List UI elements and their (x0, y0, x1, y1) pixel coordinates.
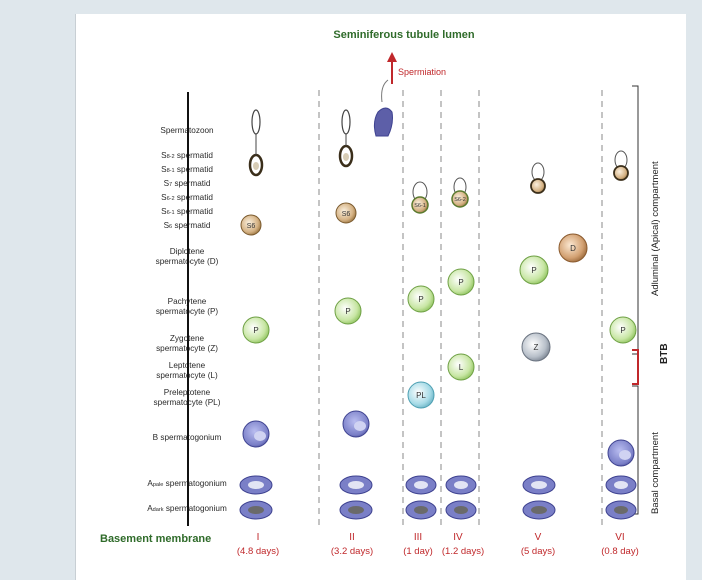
pl-label: PL (416, 391, 426, 400)
s6-1-spermatid: S6-1 (411, 181, 429, 214)
a-dark-spermatogonium (522, 500, 556, 520)
row-label-s7: S7 spermatid (163, 179, 211, 188)
stage-duration-i: (4.8 days) (236, 546, 280, 557)
pachytene-cell: P (242, 316, 270, 344)
stage-duration-v: (5 days) (520, 546, 556, 557)
s6-spermatid: S6 (335, 202, 357, 224)
s6-spermatid: S6 (240, 214, 262, 236)
p-label: P (458, 278, 463, 287)
stage-duration-iii: (1 day) (403, 546, 433, 557)
stage-numeral-iii: III (413, 532, 423, 543)
row-label-s62: S6-2 spermatid (161, 193, 213, 202)
spermatid-elongated (248, 109, 264, 177)
p-label: P (418, 295, 423, 304)
s6-label: S6 (247, 223, 256, 230)
a-dark-spermatogonium (239, 500, 273, 520)
a-pale-spermatogonium (522, 475, 556, 495)
a-pale-spermatogonium (445, 475, 477, 495)
p-label: P (620, 326, 625, 335)
stage-v-cells: D P Z (519, 162, 588, 520)
stage-iii-cells: S6-1 P PL (405, 181, 437, 520)
preleptotene-cell: PL (407, 381, 435, 409)
stage-numeral-vi: VI (615, 532, 625, 543)
a-dark-spermatogonium (445, 500, 477, 520)
p-label: P (253, 326, 258, 335)
leptotene-cell: L (447, 353, 475, 381)
pachytene-cell: P (334, 297, 362, 325)
stage-duration-vi: (0.8 day) (601, 546, 639, 557)
pachytene-cell: P (519, 255, 549, 285)
p-label: P (531, 266, 536, 275)
stage-vi-cells: P (605, 150, 637, 520)
a-dark-spermatogonium (339, 500, 373, 520)
row-label-adark: Adark spermatogonium (147, 504, 227, 513)
diagram-panel: Seminiferous tubule lumen Spermiation Sp… (75, 14, 686, 580)
a-pale-spermatogonium (605, 475, 637, 495)
a-pale-spermatogonium (405, 475, 437, 495)
a-pale-spermatogonium (239, 475, 273, 495)
l-label: L (459, 363, 464, 372)
b-spermatogonium (242, 420, 270, 448)
adluminal-bracket (632, 85, 639, 355)
stage-numeral-iv: IV (453, 532, 463, 543)
p-label: P (345, 307, 350, 316)
diplotene-cell: D (558, 233, 588, 263)
stage-duration-ii: (3.2 days) (330, 546, 374, 557)
a-dark-spermatogonium (605, 500, 637, 520)
a-pale-spermatogonium (339, 475, 373, 495)
pachytene-cell: P (447, 268, 475, 296)
pachytene-cell: P (407, 285, 435, 313)
diagram-canvas: S6 P (187, 52, 639, 526)
spermatid-elongated (338, 109, 354, 168)
stage-dividers (318, 90, 603, 526)
row-label-zygotene: Zygotene spermatocyte (Z) (156, 334, 218, 353)
stage-numeral-v: V (534, 532, 542, 543)
z-label: Z (534, 343, 539, 352)
row-label-s81: S8-1 spermatid (161, 165, 213, 174)
stage-duration-iv: (1.2 days) (441, 546, 485, 557)
a-dark-spermatogonium (405, 500, 437, 520)
s6-2-spermatid: S6-2 (451, 177, 469, 208)
row-label-s82: S8-2 spermatid (161, 151, 213, 160)
spermatozoon (373, 79, 393, 137)
row-label-pachytene: Pachytene spermatocyte (P) (155, 297, 219, 316)
s6-2-label: S6-2 (454, 197, 466, 203)
s7-spermatid (530, 162, 546, 194)
b-spermatogonium (342, 410, 370, 438)
row-label-apale: Apale spermatogonium (147, 479, 227, 488)
pachytene-cell: P (609, 316, 637, 344)
basement-membrane-label: Basement membrane (100, 533, 212, 545)
zygotene-cell: Z (521, 332, 551, 362)
stage-numeral-ii: II (349, 532, 355, 543)
diagram-title: Seminiferous tubule lumen (333, 29, 475, 41)
s8-spermatid (613, 150, 629, 181)
spermiation-arrow-head (387, 52, 397, 62)
stage-numeral-i: I (256, 532, 260, 543)
btb-bracket (632, 349, 639, 385)
row-label-spermatozoon: Spermatozoon (160, 126, 214, 135)
b-spermatogonium (607, 439, 635, 467)
s6-1-label: S6-1 (414, 203, 426, 209)
s6-label: S6 (342, 211, 351, 218)
row-label-s61: S6-1 spermatid (161, 207, 213, 216)
stage-iv-cells: S6-2 P L (445, 177, 477, 520)
stage-i-cells: S6 P (239, 109, 273, 520)
row-label-s6: S6 spermatid (163, 221, 211, 230)
spermiation-label: Spermiation (398, 67, 447, 77)
d-label: D (570, 244, 576, 253)
stage-ii-cells: S6 P (334, 79, 393, 520)
